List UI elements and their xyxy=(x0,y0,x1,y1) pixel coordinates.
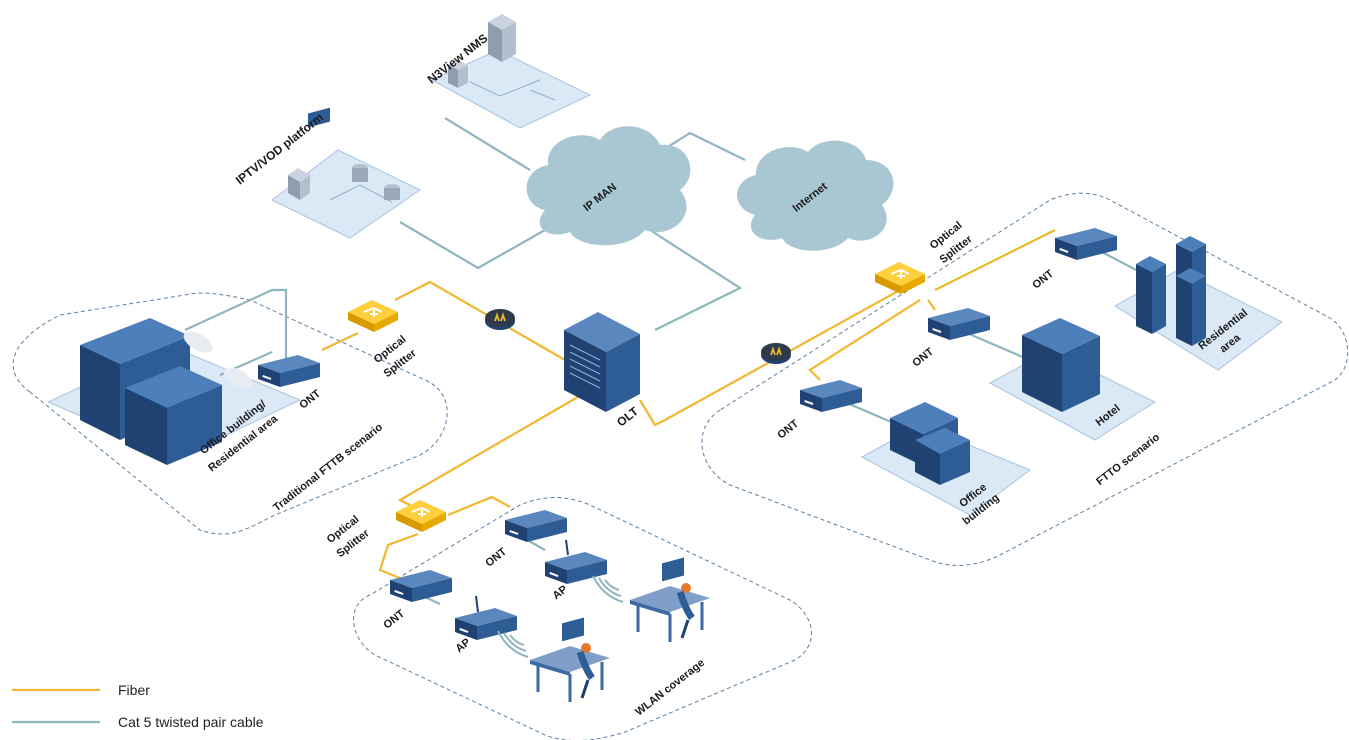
ont-wlan-lower-label: ONT xyxy=(381,608,407,632)
ap-lower-device xyxy=(455,595,517,640)
workstation-lower xyxy=(530,618,610,702)
iptv-servers xyxy=(288,107,400,203)
connector-disk-left xyxy=(484,308,516,331)
office-building-ftto xyxy=(890,402,970,485)
ont-office-label: ONT xyxy=(775,418,801,442)
ftto-scenario-label: FTTO scenario xyxy=(1094,431,1162,488)
ont-wlan-lower-device xyxy=(390,570,452,602)
ap-lower-label: AP xyxy=(453,636,472,655)
fiber-links xyxy=(321,229,1056,582)
workstation-upper xyxy=(630,558,710,642)
legend-fiber-label: Fiber xyxy=(118,682,150,698)
splitter-top-device xyxy=(347,299,399,333)
ont-hotel-label: ONT xyxy=(910,346,936,370)
zone-traditional-fttb xyxy=(12,292,448,535)
legend: Fiber Cat 5 twisted pair cable xyxy=(12,682,264,730)
splitter-bottom-device xyxy=(395,499,447,533)
zone-ftto xyxy=(701,192,1349,566)
wlan-coverage-label: WLAN coverage xyxy=(633,657,707,718)
legend-cat5-label: Cat 5 twisted pair cable xyxy=(118,714,264,730)
wifi-signal-upper-icon xyxy=(592,575,624,603)
platform-iptv xyxy=(271,149,421,239)
olt-label: OLT xyxy=(614,404,641,430)
ont-office-device xyxy=(800,380,862,412)
hotel-building xyxy=(1022,318,1100,412)
ont-hotel-device xyxy=(928,308,990,340)
ont-residential-label: ONT xyxy=(1030,268,1056,292)
splitter-right-device xyxy=(874,261,926,295)
ont-left-label: ONT xyxy=(297,388,323,412)
ap-upper-device xyxy=(545,539,607,584)
office-residential-building xyxy=(80,318,253,465)
ap-upper-label: AP xyxy=(550,583,569,602)
wifi-signal-lower-icon xyxy=(497,630,529,658)
ont-left-device xyxy=(258,355,320,387)
connector-disk-right xyxy=(760,342,792,365)
cloud-ipman: IP MAN xyxy=(526,126,691,246)
zone-wlan xyxy=(353,497,812,740)
n3view-servers xyxy=(448,14,556,101)
ont-wlan-upper-label: ONT xyxy=(483,546,509,570)
platform-n3view xyxy=(430,49,592,129)
traditional-fttb-label: Traditional FTTB scenario xyxy=(271,421,385,514)
olt-device xyxy=(564,81,640,412)
ont-wlan-upper-device xyxy=(505,510,567,542)
cloud-internet: Internet xyxy=(737,140,894,251)
